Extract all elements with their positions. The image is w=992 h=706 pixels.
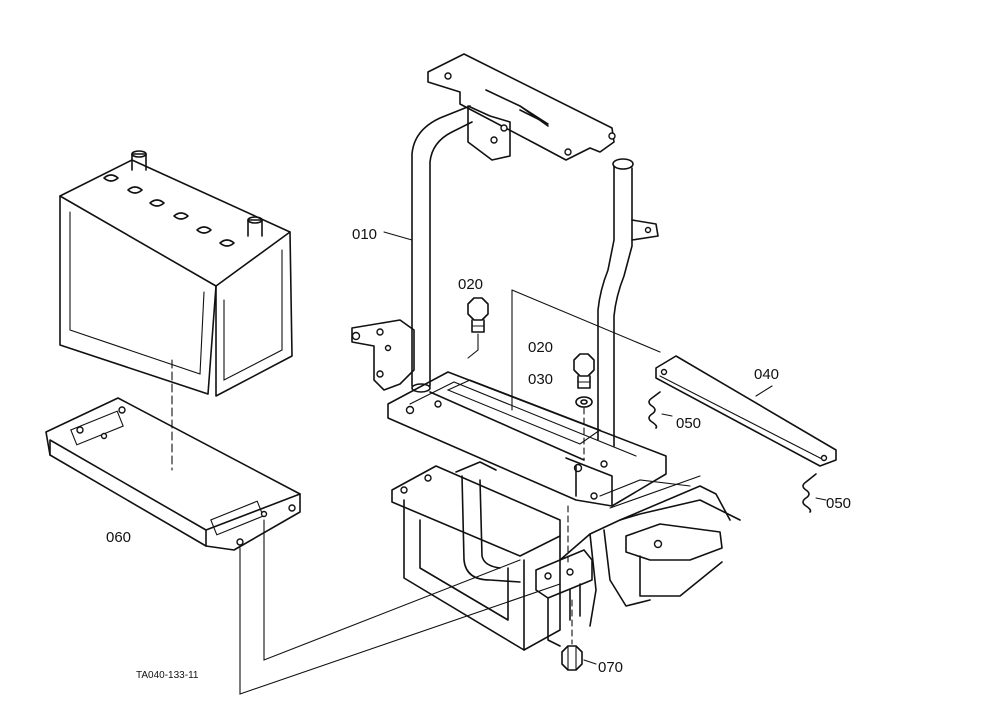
label-070: 070 (598, 659, 623, 676)
label-050-upper: 050 (676, 415, 701, 432)
label-020-right: 020 (528, 339, 553, 356)
nut-070 (561, 599, 597, 671)
battery-stand (351, 53, 667, 507)
bolt-020-left (467, 297, 489, 359)
battery (59, 150, 293, 397)
label-040: 040 (754, 366, 779, 383)
cover-plate (655, 355, 837, 467)
label-060: 060 (106, 529, 131, 546)
label-030: 030 (528, 371, 553, 388)
figure-reference: TA040-133-11 (136, 670, 199, 681)
label-020-left: 020 (458, 276, 483, 293)
spring-050-upper (648, 391, 673, 429)
bolt-020-right (573, 353, 595, 389)
label-050-lower: 050 (826, 495, 851, 512)
spring-050-lower (802, 473, 827, 513)
battery-plate (45, 397, 301, 551)
label-010: 010 (352, 226, 377, 243)
frame-box (391, 461, 741, 651)
washer-030 (575, 396, 593, 461)
